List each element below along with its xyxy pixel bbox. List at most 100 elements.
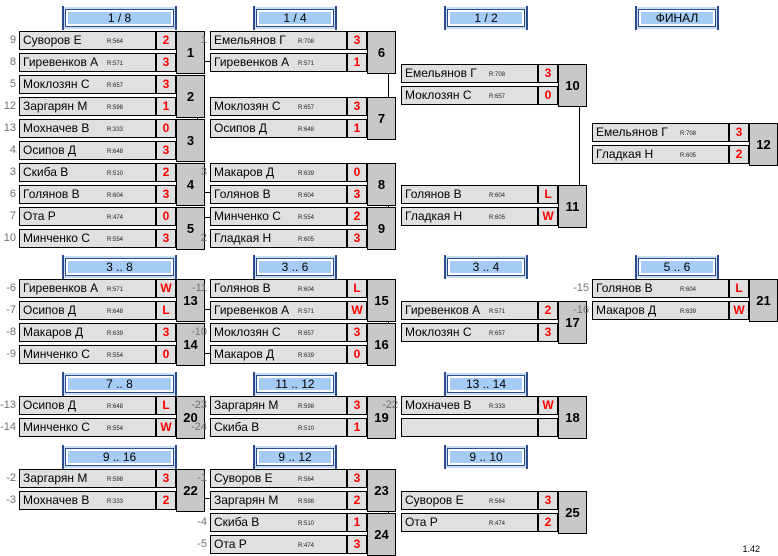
player-score: L bbox=[538, 185, 558, 204]
match-number: 6 bbox=[367, 31, 396, 74]
seed-number: -5 bbox=[197, 538, 207, 550]
player-rating: R:605 bbox=[680, 153, 697, 159]
player-score: 3 bbox=[729, 123, 749, 142]
seed-number: -9 bbox=[6, 348, 16, 360]
stage-header-5-6: 5 .. 6 bbox=[635, 255, 719, 279]
player-name: Мохначев В bbox=[405, 398, 472, 412]
player-slot[interactable] bbox=[401, 418, 538, 437]
player-slot[interactable]: Ота Р R:474 bbox=[19, 207, 156, 226]
player-score: 3 bbox=[347, 535, 367, 554]
player-score: 3 bbox=[156, 469, 176, 488]
player-score: 0 bbox=[156, 207, 176, 226]
match-number: 14 bbox=[176, 323, 205, 366]
stage-header-11-12: 11 .. 12 bbox=[253, 372, 337, 396]
player-rating: R:554 bbox=[298, 215, 315, 221]
player-rating: R:604 bbox=[680, 287, 697, 293]
player-name: Ота Р bbox=[23, 209, 56, 223]
player-score: 3 bbox=[156, 53, 176, 72]
player-score: W bbox=[156, 418, 176, 437]
player-rating: R:648 bbox=[107, 149, 124, 155]
player-score: 3 bbox=[156, 185, 176, 204]
player-score: 2 bbox=[538, 513, 558, 532]
player-rating: R:598 bbox=[107, 105, 124, 111]
match-number: 21 bbox=[749, 279, 778, 322]
seed-number: -15 bbox=[573, 282, 589, 294]
player-score: 3 bbox=[156, 75, 176, 94]
player-name: Голянов В bbox=[214, 281, 271, 295]
stage-header-1-8: 1 / 8 bbox=[62, 6, 177, 30]
player-rating: R:639 bbox=[680, 309, 697, 315]
stage-header-9-10: 9 .. 10 bbox=[444, 445, 528, 469]
match-number: 24 bbox=[367, 513, 396, 556]
seed-number: -1 bbox=[197, 472, 207, 484]
seed-number: 13 bbox=[3, 122, 16, 134]
player-rating: R:648 bbox=[107, 309, 124, 315]
player-score: 2 bbox=[347, 207, 367, 226]
player-rating: R:474 bbox=[107, 215, 124, 221]
player-score: 0 bbox=[347, 163, 367, 182]
match-number: 22 bbox=[176, 469, 205, 512]
player-rating: R:648 bbox=[298, 127, 315, 133]
player-rating: R:604 bbox=[298, 287, 315, 293]
player-score: 1 bbox=[156, 97, 176, 116]
match-number: 5 bbox=[176, 207, 205, 250]
player-rating: R:605 bbox=[298, 237, 315, 243]
player-slot[interactable]: Голянов В R:604 bbox=[210, 279, 347, 298]
stage-header-7-8: 7 .. 8 bbox=[62, 372, 177, 396]
player-score: 2 bbox=[538, 301, 558, 320]
player-rating: R:510 bbox=[298, 521, 315, 527]
player-name: Голянов В bbox=[214, 187, 271, 201]
player-rating: R:571 bbox=[298, 309, 315, 315]
stage-header-3-4: 3 .. 4 bbox=[444, 255, 528, 279]
player-name: Минченко С bbox=[23, 420, 90, 434]
player-rating: R:657 bbox=[489, 331, 506, 337]
